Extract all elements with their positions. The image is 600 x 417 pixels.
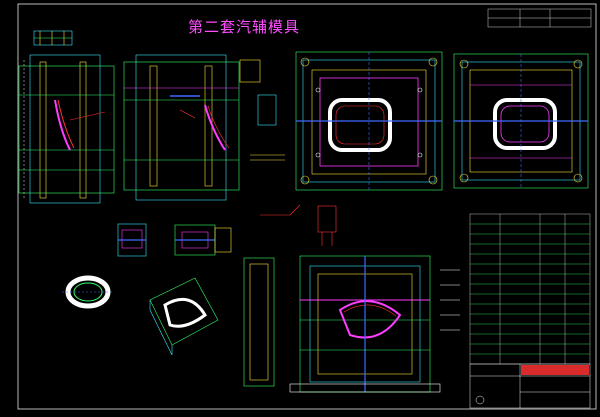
main-title-block bbox=[469, 363, 591, 409]
side-section-view-2 bbox=[123, 54, 285, 201]
isometric-part-view bbox=[149, 277, 219, 356]
red-callout-lines bbox=[260, 204, 337, 246]
drawing-title: 第二套汽辅模具 bbox=[188, 18, 301, 36]
plan-view-right bbox=[453, 53, 589, 189]
plan-view-center bbox=[295, 51, 443, 191]
side-section-view-1 bbox=[18, 54, 115, 204]
top-title-block bbox=[487, 8, 592, 28]
ring-detail-view bbox=[62, 275, 114, 309]
detail-top-left bbox=[33, 30, 73, 46]
section-view-bottom bbox=[243, 255, 460, 393]
parts-list-table bbox=[469, 213, 591, 365]
detail-view-cooling bbox=[117, 223, 232, 257]
sheet-border bbox=[17, 3, 597, 410]
